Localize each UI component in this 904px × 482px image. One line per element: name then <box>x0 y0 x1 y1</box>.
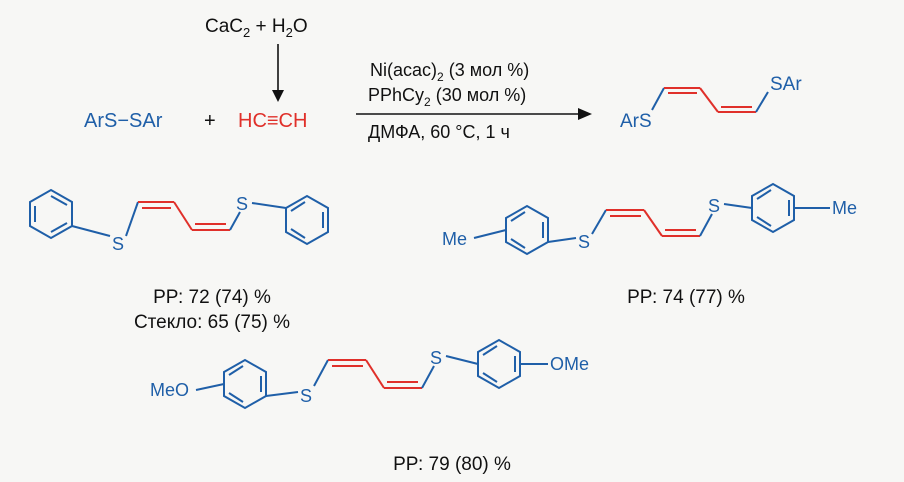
phenyl-yield-glass: Стекло: 65 (75) % <box>134 312 290 333</box>
sulfur-right: S <box>430 348 442 368</box>
tolyl-ring-right <box>751 182 795 234</box>
reaction-equation: CaC2 + H2O ArS−SAr + HC≡CH Ni(acac)2 (3 … <box>84 16 802 142</box>
methyl-right: Me <box>832 198 857 218</box>
product-tolyl: Me S S Me РР: 74 (77) % <box>442 182 857 308</box>
sulfur-left: S <box>300 386 312 406</box>
sulfur-right: S <box>708 196 720 216</box>
carbide-water-reagents: CaC2 + H2O <box>205 16 308 40</box>
plus-sign: + <box>204 110 216 132</box>
product-anisyl: MeO S S OMe РР: 79 (80) % <box>150 338 589 475</box>
anisyl-yield-rr: РР: 79 (80) % <box>393 454 511 475</box>
phenyl-ring-right <box>285 194 329 246</box>
phenyl-yield-rr: РР: 72 (74) % <box>153 287 271 308</box>
sulfur-left: S <box>112 234 124 254</box>
tolyl-ring-left <box>505 204 549 256</box>
phenyl-ring-left <box>29 188 73 240</box>
disulfide-reagent: ArS−SAr <box>84 110 163 132</box>
conditions-label: ДМФА, 60 °C, 1 ч <box>368 122 510 142</box>
product-general: ArS SAr <box>620 74 802 132</box>
product-sar-label: SAr <box>770 74 802 95</box>
anisyl-ring-right <box>477 338 521 390</box>
sulfur-right: S <box>236 194 248 214</box>
methoxy-left: MeO <box>150 380 189 400</box>
acetylene-reagent: HC≡CH <box>238 110 307 132</box>
anisyl-ring-left <box>223 358 267 410</box>
methoxy-right: OMe <box>550 354 589 374</box>
sulfur-left: S <box>578 232 590 252</box>
reaction-arrow-head <box>578 108 592 120</box>
methyl-left: Me <box>442 229 467 249</box>
catalyst-label: Ni(acac)2 (3 мол %) <box>370 60 529 84</box>
ligand-label: PPhCy2 (30 мол %) <box>368 85 526 109</box>
tolyl-yield-rr: РР: 74 (77) % <box>627 287 745 308</box>
product-ars-label: ArS <box>620 111 652 132</box>
product-phenyl: S S РР: 72 (74) % Стекло: 65 (75) % <box>29 188 329 333</box>
down-arrow-head <box>272 90 284 102</box>
